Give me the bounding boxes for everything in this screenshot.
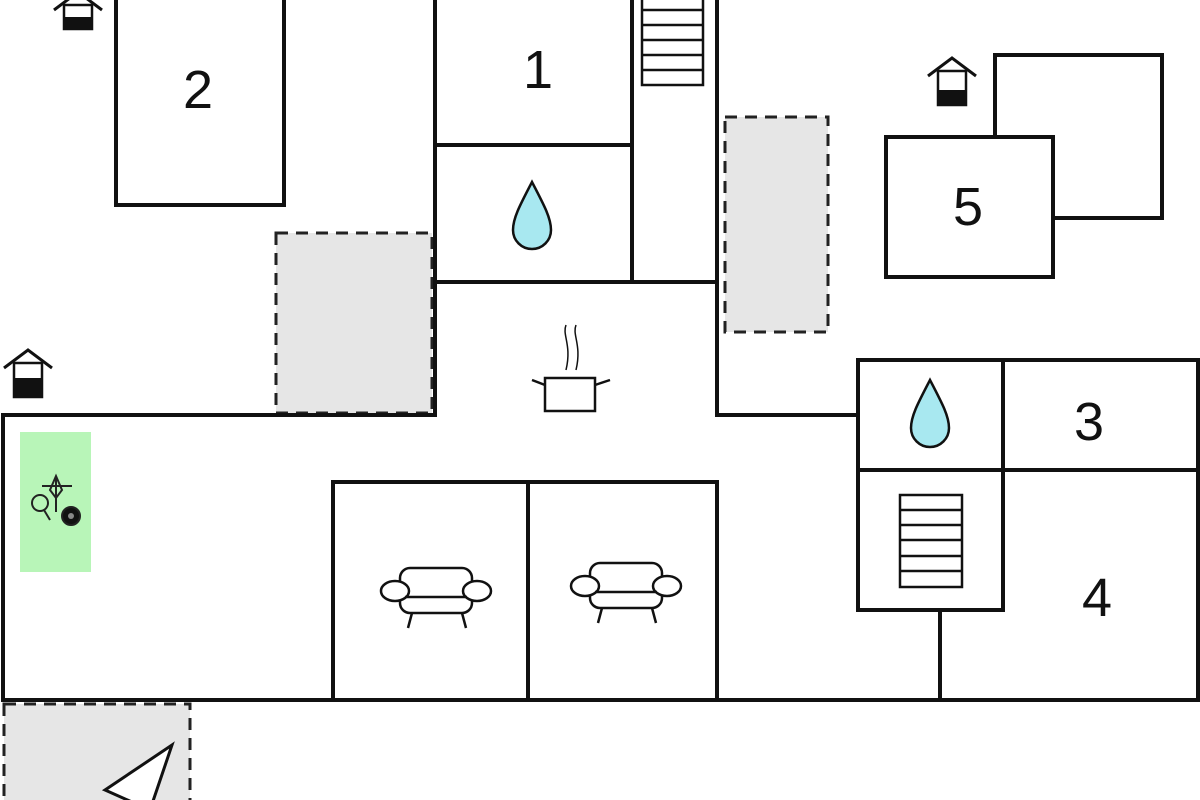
living-room xyxy=(526,480,719,702)
room-label: 4 xyxy=(1082,568,1112,628)
stairs-icon xyxy=(898,493,964,589)
water-drop-icon xyxy=(511,179,553,251)
outdoor-area xyxy=(274,231,434,415)
room-label: 3 xyxy=(1074,392,1104,452)
room-label: 2 xyxy=(183,60,213,120)
entrance-icon xyxy=(927,56,977,107)
water-drop-icon xyxy=(909,377,951,449)
stairs-icon xyxy=(640,0,705,87)
room-5 xyxy=(884,135,1055,279)
cooking-pot-icon xyxy=(531,324,611,413)
room-label: 1 xyxy=(523,40,553,100)
interior-walls xyxy=(856,360,1198,700)
terrace-icon xyxy=(101,741,175,800)
interior-walls xyxy=(435,0,715,284)
building-outline xyxy=(1,0,1200,702)
games-icon xyxy=(31,473,81,526)
room-label: 5 xyxy=(953,177,983,237)
outdoor-area xyxy=(723,115,830,334)
entrance-icon xyxy=(53,0,103,31)
entrance-icon xyxy=(3,348,53,399)
room-2 xyxy=(114,0,286,207)
sofa-icon xyxy=(379,566,493,629)
sofa-icon xyxy=(569,561,683,624)
